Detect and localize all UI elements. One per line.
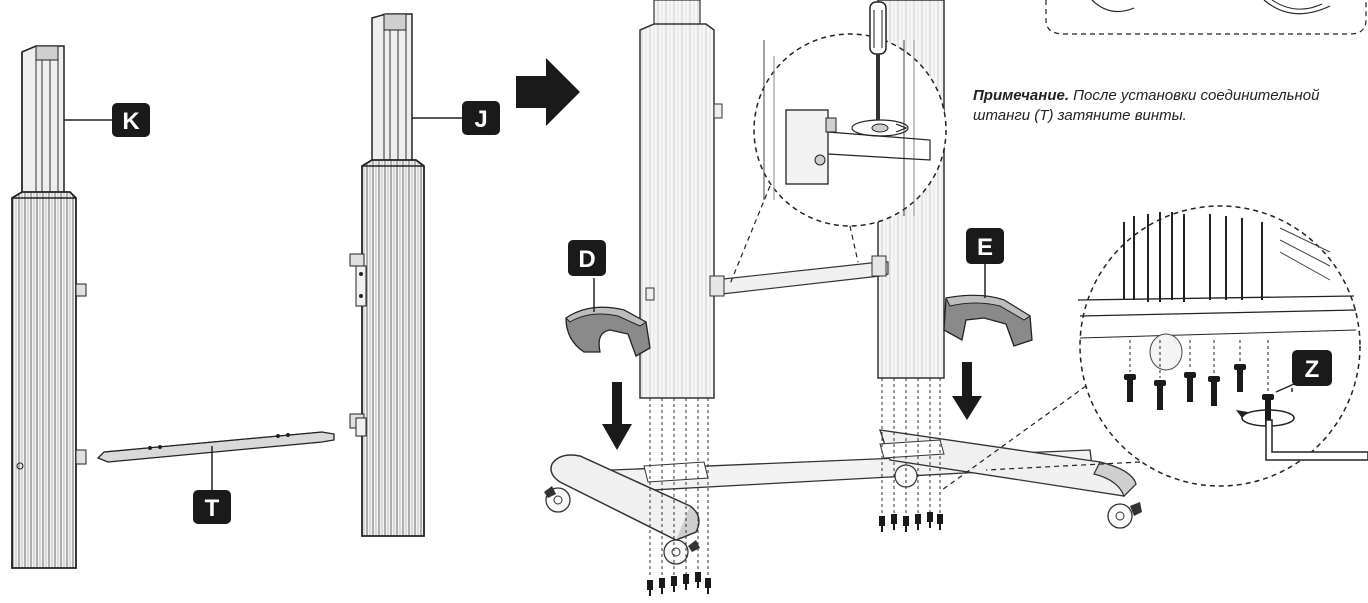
caster-left-front — [663, 539, 700, 565]
stand-base — [544, 429, 1142, 565]
detail-box-top — [1045, 0, 1367, 35]
caster-right-front — [1107, 502, 1142, 529]
stand-left-column — [639, 0, 723, 399]
arrow-down-icon — [952, 362, 982, 420]
arrow-right-icon — [516, 58, 580, 126]
leader-z — [1275, 383, 1295, 393]
svg-text:E: E — [977, 234, 993, 261]
assembly-note: Примечание. После установки соединительн… — [973, 86, 1353, 126]
detail-circle-crossbar — [729, 33, 947, 285]
stand-crossbar — [709, 255, 889, 297]
label-e: E — [966, 228, 1004, 264]
screwdriver-icon — [869, 1, 887, 120]
bolts-left — [647, 572, 711, 596]
hex-key-icon — [1265, 419, 1368, 461]
svg-text:K: K — [122, 108, 140, 135]
column-k — [11, 45, 87, 569]
label-d: D — [568, 240, 606, 276]
cover-e — [943, 264, 1033, 347]
note-text: После установки соединительной штанги (T… — [973, 87, 1320, 124]
svg-text:J: J — [474, 106, 487, 133]
caster-left-back — [544, 486, 571, 513]
svg-text:Z: Z — [1305, 356, 1320, 383]
arrow-down-icon — [602, 382, 632, 450]
svg-text:T: T — [205, 495, 220, 522]
label-t: T — [193, 490, 231, 524]
detail-circle-bolts — [941, 205, 1368, 491]
connecting-bar-t — [96, 431, 335, 490]
bolt-guides-left — [649, 398, 709, 578]
cover-d — [565, 278, 651, 357]
bolts-right — [879, 512, 943, 532]
bolt-guides-right — [881, 378, 941, 514]
label-k: K — [112, 103, 150, 137]
column-j — [349, 13, 425, 537]
svg-text:D: D — [578, 246, 595, 273]
label-j: J — [462, 101, 500, 135]
label-z: Z — [1292, 350, 1332, 386]
note-title: Примечание. — [973, 87, 1069, 104]
